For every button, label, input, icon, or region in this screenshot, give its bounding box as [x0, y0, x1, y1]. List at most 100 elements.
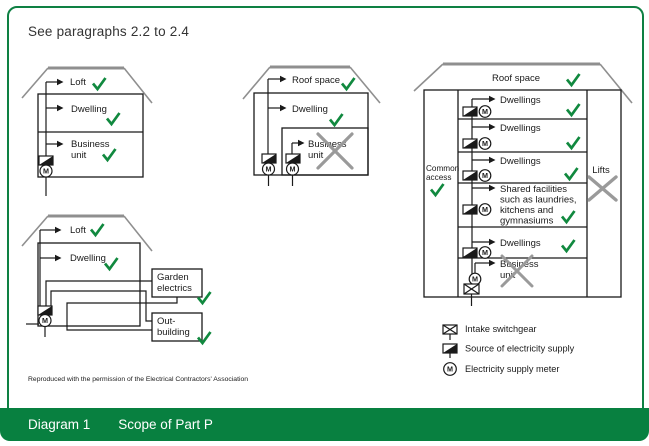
- supply-source-icon: [37, 305, 53, 316]
- page-title: See paragraphs 2.2 to 2.4: [28, 24, 190, 39]
- intake-switchgear-icon: [442, 324, 458, 340]
- roof-slope: [123, 67, 153, 104]
- building-outline: [37, 242, 141, 327]
- svg-text:unit: unit: [308, 150, 324, 161]
- meter-icon: M: [478, 169, 492, 182]
- meter-icon: M: [478, 105, 492, 118]
- label-garden-electrics: Garden: [157, 272, 189, 283]
- check-icon: [563, 167, 579, 182]
- label-shared-facilities: Shared facilities: [500, 184, 567, 195]
- supply-source-icon: [462, 138, 478, 149]
- roof-slope: [599, 63, 633, 104]
- meter-icon: M: [285, 162, 300, 176]
- credit-line: Reproduced with the permission of the El…: [28, 376, 249, 383]
- footer-bar: Diagram 1 Scope of Part P: [0, 408, 649, 441]
- check-icon: [91, 77, 107, 92]
- garden-supply-wire: [45, 280, 152, 306]
- label-business-unit: Business: [71, 139, 110, 150]
- svg-text:such as laundries,: such as laundries,: [500, 195, 577, 206]
- roof-slope: [349, 66, 381, 104]
- label-dwellings: Dwellings: [500, 156, 541, 167]
- roof-slope: [413, 63, 444, 92]
- label-roof-space: Roof space: [292, 75, 340, 86]
- meter-icon: M: [478, 203, 492, 216]
- meter-icon: M: [39, 164, 53, 178]
- svg-text:unit: unit: [71, 150, 87, 161]
- svg-text:M: M: [266, 165, 272, 174]
- meter-icon: M: [443, 362, 457, 376]
- meter-icon: M: [478, 137, 492, 150]
- arrow-icon: [489, 238, 496, 246]
- svg-text:M: M: [482, 205, 488, 214]
- building-outline: [37, 93, 144, 178]
- label-lifts: Lifts: [592, 165, 610, 176]
- check-icon: [560, 210, 576, 225]
- svg-text:M: M: [482, 107, 488, 116]
- check-icon: [196, 291, 212, 306]
- garden-electrics-box: [151, 268, 203, 298]
- roof-slope: [21, 67, 49, 99]
- supply-source-icon: [462, 170, 478, 181]
- svg-text:building: building: [157, 327, 190, 338]
- supply-source-icon: [462, 204, 478, 215]
- arrow-icon: [55, 226, 62, 234]
- check-icon: [560, 239, 576, 254]
- arrow-icon: [489, 123, 496, 131]
- building-apartment-block: Roof space Dwellings M Dwellings M Dwell…: [413, 62, 633, 306]
- check-icon: [196, 331, 212, 346]
- arrow-icon: [489, 184, 496, 192]
- svg-text:M: M: [482, 171, 488, 180]
- check-icon: [565, 136, 581, 151]
- label-business-unit: Business: [500, 259, 539, 270]
- label-dwelling: Dwelling: [292, 104, 328, 115]
- check-icon: [103, 257, 119, 272]
- arrow-icon: [57, 104, 64, 112]
- roof-slope: [123, 215, 153, 252]
- svg-text:M: M: [482, 139, 488, 148]
- supply-source-icon: [38, 155, 54, 166]
- label-dwellings: Dwellings: [500, 95, 541, 106]
- supply-source-icon: [261, 153, 277, 164]
- arrow-icon: [280, 104, 287, 112]
- arrow-icon: [489, 259, 496, 267]
- building-house-business-unit: Roof space Dwelling Business unit M M: [242, 65, 381, 186]
- outbuilding-supply-wire: [66, 297, 178, 331]
- supply-source-icon: [462, 247, 478, 258]
- meter-icon: M: [261, 162, 276, 176]
- label-out-building: Out-: [157, 316, 175, 327]
- label-common-access: Common: [426, 164, 460, 173]
- check-icon: [101, 148, 117, 163]
- arrow-icon: [57, 140, 64, 148]
- out-building-box: [151, 312, 203, 342]
- cross-icon: [500, 254, 534, 288]
- supply-source-icon: [285, 153, 301, 164]
- check-icon: [565, 103, 581, 118]
- arrow-icon: [280, 75, 287, 83]
- intake-switchgear-icon: [463, 283, 480, 295]
- arrow-icon: [55, 254, 62, 262]
- roof-slope: [21, 215, 49, 247]
- footer-diagram-number: Diagram 1: [28, 417, 91, 432]
- label-roof-space: Roof space: [492, 73, 540, 84]
- arrow-icon: [298, 139, 305, 147]
- legend-item-source: Source of electricity supply: [442, 343, 575, 358]
- business-unit-outline: [281, 127, 369, 176]
- check-icon: [429, 183, 445, 198]
- svg-text:kitchens and: kitchens and: [500, 205, 553, 216]
- svg-text:M: M: [290, 165, 296, 174]
- diagram-card: [7, 6, 644, 441]
- check-icon: [565, 73, 581, 88]
- label-loft: Loft: [70, 225, 86, 236]
- arrow-icon: [489, 156, 496, 164]
- svg-text:M: M: [482, 248, 488, 257]
- label-loft: Loft: [70, 77, 86, 88]
- building-detached-house: Loft Dwelling Business unit M: [21, 66, 153, 196]
- svg-text:access: access: [426, 173, 451, 182]
- check-icon: [340, 77, 356, 92]
- svg-text:M: M: [447, 365, 453, 374]
- roof-slope: [242, 66, 271, 100]
- legend: Intake switchgear Source of electricity …: [442, 324, 575, 376]
- supply-source-icon: [442, 343, 458, 358]
- legend-item-intake: Intake switchgear: [442, 324, 537, 340]
